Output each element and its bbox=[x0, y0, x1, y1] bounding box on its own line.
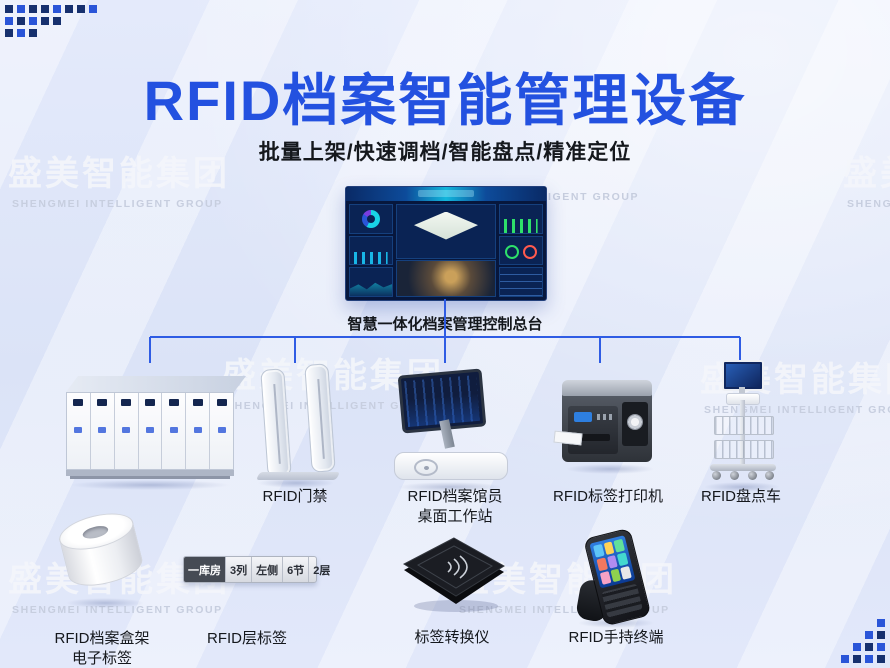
shelving-top-face bbox=[66, 376, 246, 392]
shadow bbox=[70, 480, 230, 490]
bar-chart bbox=[349, 235, 393, 266]
watermark-en: SHENGMEI INTELLIGENT GROUP bbox=[847, 198, 890, 210]
label-converter: 标签转换仪 bbox=[414, 629, 490, 646]
watermark-en-fragment: LIGENT GROUP bbox=[540, 191, 640, 203]
shelving-column bbox=[186, 393, 211, 469]
shadow bbox=[566, 464, 654, 474]
line-chart bbox=[499, 267, 543, 298]
shelving-front-face bbox=[66, 392, 234, 470]
layer-tag-segment: 一库房 bbox=[184, 557, 225, 582]
label-handheld: RFID手持终端 bbox=[568, 629, 664, 646]
printer-roll bbox=[627, 414, 643, 430]
label-box-rack-line2: 电子标签 bbox=[71, 650, 132, 667]
donut-chart bbox=[349, 204, 393, 234]
workstation-base bbox=[394, 452, 508, 480]
app-icon bbox=[596, 557, 608, 572]
label-layer-tag: RFID层标签 bbox=[207, 630, 287, 647]
app-icon bbox=[593, 543, 605, 558]
printer-lid bbox=[562, 380, 652, 396]
layer-tag-segment: 3列 bbox=[225, 557, 251, 582]
dashboard-header bbox=[346, 187, 546, 201]
cart-wheel bbox=[730, 471, 739, 480]
device-rfid-gate bbox=[255, 363, 342, 484]
gauge-charts bbox=[499, 235, 543, 266]
label-printer: RFID标签打印机 bbox=[553, 488, 663, 505]
console-screenshot bbox=[345, 186, 547, 301]
device-layer-tag-strip: 一库房 3列 左侧 6节 2层 bbox=[183, 556, 330, 583]
shelving-column bbox=[210, 393, 234, 469]
app-icon bbox=[606, 554, 619, 569]
shelving-column bbox=[162, 393, 187, 469]
printer-screen bbox=[574, 412, 592, 422]
watermark-en: SHENGMEI INTELLIGENT GROUP bbox=[12, 198, 223, 210]
shadow bbox=[258, 478, 334, 488]
app-icon bbox=[603, 541, 615, 556]
camera-panel bbox=[396, 260, 496, 297]
device-desktop-workstation bbox=[388, 368, 512, 484]
cart-wheel bbox=[712, 471, 721, 480]
gate-base bbox=[255, 472, 341, 480]
label-box-rack-line1: RFID档案盒架 bbox=[54, 630, 150, 647]
cart-basket bbox=[714, 440, 774, 459]
device-tag-converter bbox=[402, 536, 506, 614]
warehouse-3d-view bbox=[396, 204, 496, 259]
label-workstation-line1: RFID档案馆员 bbox=[407, 488, 503, 505]
label-box-rack-tag: RFID档案盒架 电子标签 bbox=[42, 629, 162, 668]
cart-wheel bbox=[748, 471, 757, 480]
cart-base bbox=[710, 464, 776, 471]
cart-basket bbox=[714, 416, 774, 435]
app-icon bbox=[620, 565, 632, 580]
cart-monitor-stand bbox=[739, 387, 745, 394]
dashboard-left-column bbox=[349, 204, 393, 298]
label-workstation-line2: 桌面工作站 bbox=[417, 508, 493, 525]
app-icon bbox=[599, 571, 612, 585]
bar-chart-green bbox=[499, 204, 543, 234]
shelving-column bbox=[67, 393, 91, 469]
shelving-column bbox=[114, 393, 139, 469]
device-handheld-terminal bbox=[566, 527, 670, 632]
shelving-base bbox=[66, 470, 234, 479]
app-icon bbox=[610, 568, 622, 583]
warehouse-iso-block bbox=[414, 211, 478, 240]
printer-output-slot bbox=[570, 434, 610, 441]
page-title: RFID档案智能管理设备 bbox=[143, 69, 747, 132]
gate-panel bbox=[304, 363, 336, 473]
rfid-reader-pad-icon bbox=[414, 459, 438, 476]
label-cart: RFID盘点车 bbox=[701, 488, 781, 505]
device-inventory-cart bbox=[698, 360, 786, 484]
app-icon bbox=[617, 552, 629, 567]
pixel-decoration-bottomright bbox=[877, 655, 885, 663]
cart-wheel bbox=[765, 471, 774, 480]
dashboard-right-column bbox=[499, 204, 543, 298]
connector-tree bbox=[149, 299, 741, 363]
layer-tag-segment: 6节 bbox=[282, 557, 308, 582]
label-workstation: RFID档案馆员 桌面工作站 bbox=[395, 487, 515, 527]
device-archive-shelving bbox=[66, 376, 242, 480]
shelving-column bbox=[90, 393, 115, 469]
device-label-printer bbox=[553, 374, 656, 468]
cart-monitor bbox=[722, 360, 764, 391]
shadow bbox=[66, 598, 144, 608]
app-icon bbox=[613, 538, 626, 553]
device-label-roll bbox=[55, 506, 152, 604]
page-subtitle: 批量上架/快速调档/智能盘点/精准定位 bbox=[258, 141, 632, 164]
gate-panel bbox=[260, 368, 292, 478]
layer-tag-segment: 左侧 bbox=[251, 557, 282, 582]
pixel-decoration-topleft bbox=[5, 5, 13, 13]
area-chart bbox=[349, 267, 393, 298]
printer-buttons bbox=[597, 414, 613, 420]
contactless-icon bbox=[447, 555, 468, 579]
shelving-column bbox=[138, 393, 163, 469]
shadow bbox=[704, 482, 780, 492]
label-roll-body bbox=[50, 502, 162, 614]
shadow bbox=[398, 482, 502, 492]
layer-tag-segment: 2层 bbox=[308, 557, 334, 582]
printed-label bbox=[553, 430, 583, 446]
handheld-body-group bbox=[555, 517, 681, 643]
label-gate: RFID门禁 bbox=[262, 488, 328, 505]
converter-pad bbox=[402, 537, 505, 612]
